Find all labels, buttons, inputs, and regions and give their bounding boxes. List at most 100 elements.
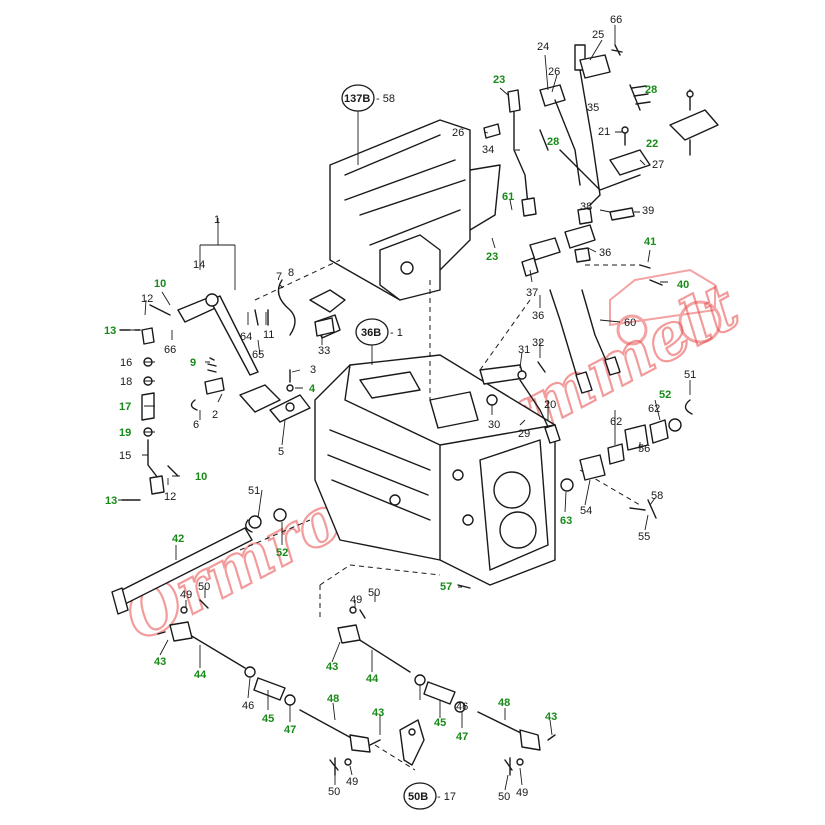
part-label-21: 21: [598, 126, 610, 138]
callout-36b-text: 36B: [361, 327, 381, 339]
part-label-13: 13: [104, 325, 116, 337]
transmission-housing: [314, 345, 556, 586]
part-label-10: 10: [154, 278, 166, 290]
part-label-16: 16: [120, 357, 132, 369]
part-label-14: 14: [193, 259, 205, 271]
part-label-46: 46: [456, 701, 468, 713]
part-label-3: 3: [310, 364, 316, 376]
part-label-31: 31: [518, 344, 530, 356]
part-label-23: 23: [493, 74, 505, 86]
part-label-34: 34: [482, 144, 494, 156]
pedal-assembly-left: [177, 225, 335, 423]
part-label-56: 56: [638, 443, 650, 455]
part-label-7: 7: [276, 271, 282, 283]
part-label-12: 12: [141, 293, 153, 305]
part-label-25: 25: [592, 29, 604, 41]
part-label-17: 17: [119, 401, 131, 413]
part-label-66: 66: [164, 344, 176, 356]
part-label-49: 49: [180, 589, 192, 601]
part-label-1: 1: [214, 214, 220, 226]
part-label-66: 66: [610, 14, 622, 26]
part-label-18: 18: [120, 376, 132, 388]
part-label-27: 27: [652, 159, 664, 171]
part-label-19: 19: [119, 427, 131, 439]
part-label-61: 61: [502, 191, 514, 203]
part-label-4: 4: [309, 383, 316, 395]
part-label-48: 48: [327, 693, 339, 705]
part-label-49: 49: [350, 594, 362, 606]
callout-36b: 36B - 1: [355, 318, 403, 346]
part-label-50: 50: [328, 786, 340, 798]
part-label-62: 62: [648, 403, 660, 415]
part-label-20: 20: [544, 399, 556, 411]
part-label-47: 47: [284, 724, 296, 736]
part-label-42: 42: [172, 533, 184, 545]
part-label-11: 11: [263, 329, 274, 341]
lower-shafts: [111, 508, 556, 776]
part-label-36: 36: [532, 310, 544, 322]
part-label-49: 49: [346, 776, 358, 788]
callout-50b: 50B - 17: [403, 782, 456, 810]
part-label-50: 50: [368, 587, 380, 599]
part-label-29: 29: [518, 428, 530, 440]
part-label-37: 37: [526, 287, 538, 299]
part-label-43: 43: [154, 656, 166, 668]
part-label-12: 12: [164, 491, 176, 503]
callout-36b-suffix: - 1: [390, 327, 403, 339]
part-label-44: 44: [194, 669, 207, 681]
part-label-43: 43: [326, 661, 338, 673]
part-label-43: 43: [372, 707, 384, 719]
part-label-13: 13: [105, 495, 117, 507]
part-label-41: 41: [644, 236, 656, 248]
part-label-58: 58: [651, 490, 663, 502]
part-label-50: 50: [498, 791, 510, 803]
part-label-52: 52: [276, 547, 288, 559]
shift-lever-assembly: [483, 44, 719, 217]
part-label-46: 46: [242, 700, 254, 712]
part-label-2: 2: [212, 409, 218, 421]
part-label-49: 49: [516, 787, 528, 799]
part-label-48: 48: [498, 697, 510, 709]
callout-50b-suffix: - 17: [437, 791, 456, 803]
part-label-15: 15: [119, 450, 131, 462]
part-label-51: 51: [684, 369, 696, 381]
part-label-64: 64: [240, 331, 252, 343]
part-label-23: 23: [486, 251, 498, 263]
part-label-26: 26: [452, 127, 464, 139]
upper-bracket-assembly: [309, 110, 501, 339]
part-label-38: 38: [580, 201, 592, 213]
part-label-33: 33: [318, 345, 330, 357]
part-label-54: 54: [580, 505, 592, 517]
part-label-65: 65: [252, 349, 264, 361]
part-label-45: 45: [262, 713, 274, 725]
part-label-6: 6: [193, 419, 199, 431]
leader-lines: [118, 25, 691, 791]
part-label-55: 55: [638, 531, 650, 543]
watermark-tractor-logo: [609, 268, 722, 346]
part-label-40: 40: [677, 279, 689, 291]
part-label-28: 28: [645, 84, 657, 96]
callout-137b-text: 137B: [344, 93, 370, 105]
part-label-9: 9: [190, 357, 196, 369]
part-label-8: 8: [288, 267, 294, 279]
part-label-50: 50: [198, 581, 210, 593]
part-label-45: 45: [434, 717, 446, 729]
part-label-24: 24: [537, 41, 549, 53]
part-label-35: 35: [587, 102, 599, 114]
part-label-36: 36: [599, 247, 611, 259]
part-label-57: 57: [440, 581, 452, 593]
part-label-32: 32: [532, 337, 544, 349]
shift-rail-parts: [521, 207, 693, 519]
part-label-5: 5: [278, 446, 284, 458]
part-label-39: 39: [642, 205, 654, 217]
part-label-62: 62: [610, 416, 622, 428]
part-label-44: 44: [366, 673, 379, 685]
part-label-28: 28: [547, 136, 559, 148]
part-label-30: 30: [488, 419, 500, 431]
part-label-60: 60: [624, 317, 636, 329]
part-label-52: 52: [659, 389, 671, 401]
part-label-26: 26: [548, 66, 560, 78]
part-label-63: 63: [560, 515, 572, 527]
